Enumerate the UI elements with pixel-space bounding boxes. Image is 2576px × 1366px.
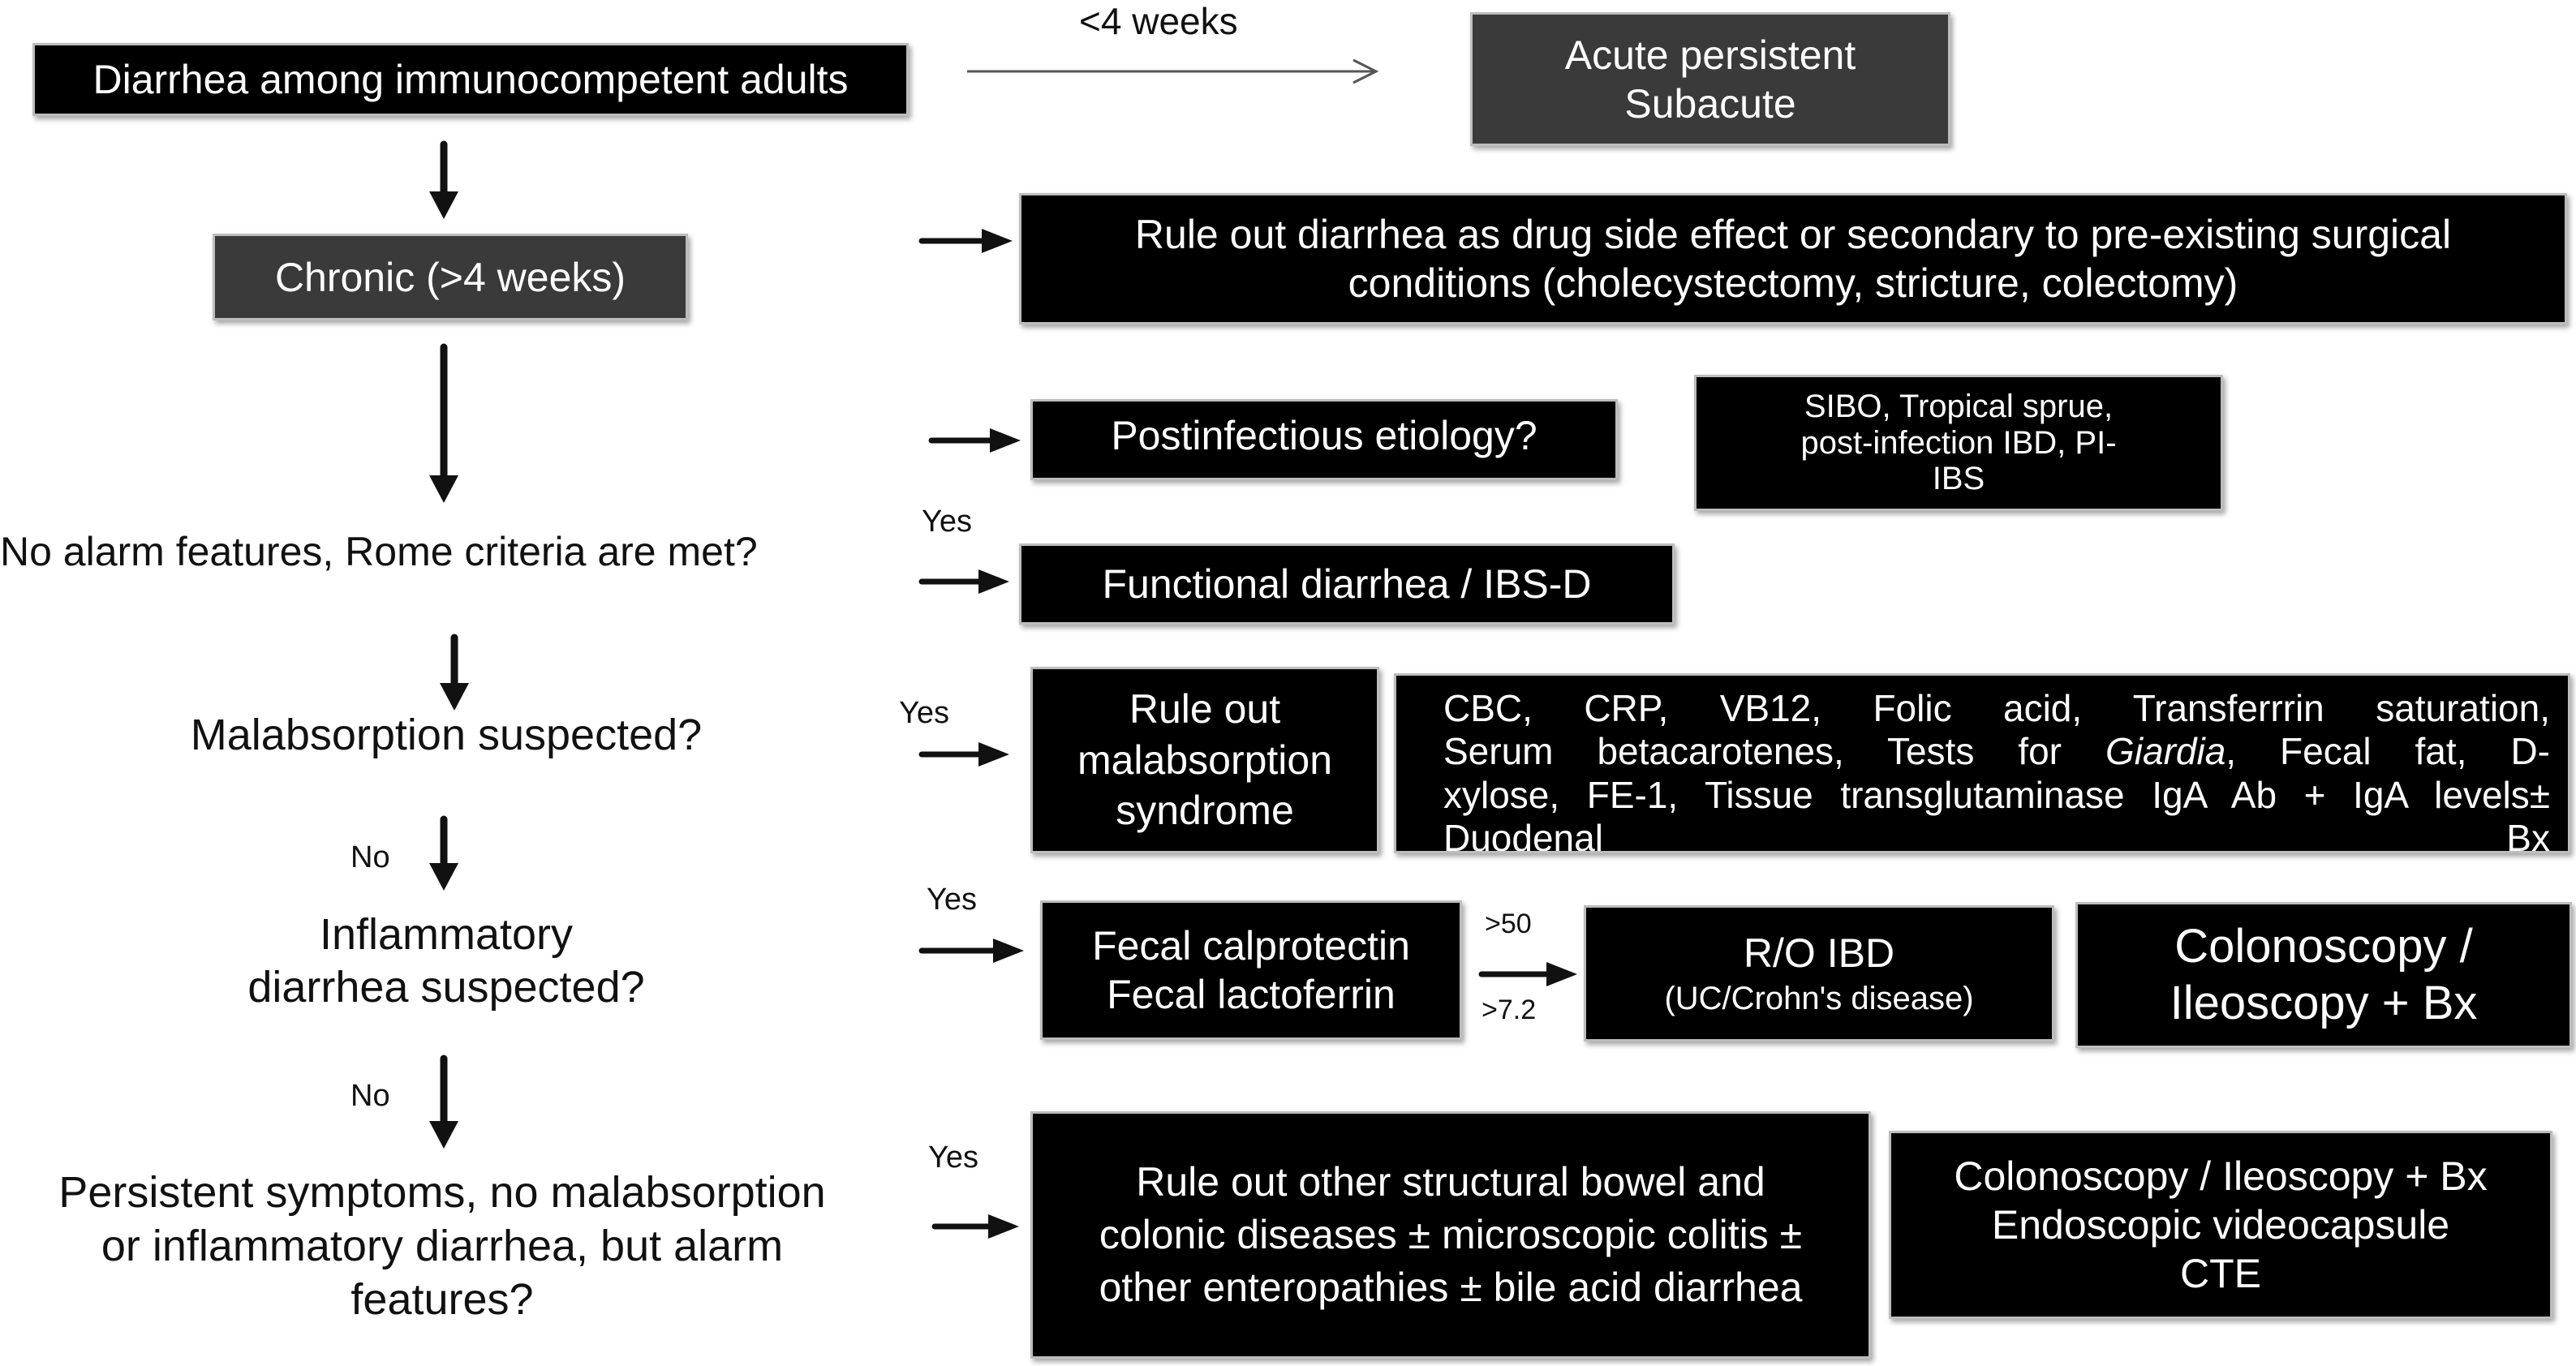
- arrow-chronic-to-alarm: [429, 343, 458, 503]
- ibd-box-line: R/O IBD: [1743, 930, 1895, 976]
- acute-box: Acute persistent Subacute: [1470, 12, 1950, 146]
- calprotectin-threshold-label: >50: [1485, 909, 1532, 939]
- arrow-alarm-to-malabsorption: [440, 634, 469, 711]
- functional-box: Functional diarrhea / IBS-D: [1019, 543, 1675, 625]
- no-label-inflammatory: No: [350, 1079, 390, 1113]
- arrow-to-malabsorption-box: [918, 742, 1009, 767]
- malabsorption-question: Malabsorption suspected?: [97, 709, 795, 762]
- start-box-line: Diarrhea among immunocompetent adults: [92, 57, 849, 102]
- giardia-term: Giardia: [2105, 730, 2226, 773]
- malabsorption-box-line: malabsorption: [1077, 737, 1333, 783]
- drug-side-effect-box-line: Rule out diarrhea as drug side effect or…: [1134, 212, 2452, 257]
- endoscopy-box: Colonoscopy / Ileoscopy + Bx Endoscopic …: [1889, 1131, 2552, 1319]
- structural-box: Rule out other structural bowel and colo…: [1030, 1111, 1871, 1359]
- structural-box-line: Rule out other structural bowel and: [1136, 1159, 1765, 1205]
- less-4-weeks-label: <4 weeks: [1079, 0, 1238, 42]
- inflammatory-question: Inflammatory diarrhea suspected?: [122, 909, 771, 1014]
- persistent-question-line: or inflammatory diarrhea, but alarm: [101, 1221, 784, 1270]
- yes-label-persistent: Yes: [928, 1140, 978, 1175]
- tests-box-line: Duodenal Bx: [1443, 817, 2550, 853]
- tests-box-line: CBC, CRP, VB12, Folic acid, Transferrrin…: [1443, 687, 2550, 729]
- arrow-inflammatory-to-persistent: [429, 1055, 458, 1149]
- sibo-box-line: SIBO, Tropical sprue,: [1804, 388, 2114, 424]
- persistent-question-line: features?: [350, 1274, 534, 1324]
- calprotectin-box-line: Fecal calprotectin: [1092, 923, 1410, 969]
- ibd-box: R/O IBD (UC/Crohn's disease): [1584, 905, 2054, 1042]
- tests-box-line: xylose, FE-1, Tissue transglutaminase Ig…: [1443, 773, 2550, 816]
- acute-box-line: Acute persistent: [1564, 32, 1856, 78]
- arrow-calprotectin-to-ibd: [1478, 962, 1577, 986]
- malabsorption-box-line: Rule out: [1129, 686, 1281, 732]
- postinfectious-box-line: Postinfectious etiology?: [1111, 413, 1537, 458]
- drug-side-effect-box-line: conditions (cholecystectomy, stricture, …: [1348, 260, 2238, 306]
- arrow-malabsorption-to-inflammatory: [429, 815, 458, 891]
- sibo-box: SIBO, Tropical sprue, post-infection IBD…: [1694, 375, 2223, 511]
- functional-box-line: Functional diarrhea / IBS-D: [1102, 561, 1592, 607]
- arrow-to-functional: [918, 569, 1009, 594]
- alarm-question: No alarm features, Rome criteria are met…: [0, 527, 844, 576]
- persistent-question: Persistent symptoms, no malabsorption or…: [0, 1166, 884, 1327]
- postinfectious-box: Postinfectious etiology?: [1030, 399, 1618, 480]
- tests-box: CBC, CRP, VB12, Folic acid, Transferrrin…: [1394, 673, 2570, 853]
- endoscopy-box-line: CTE: [2180, 1251, 2261, 1296]
- malabsorption-box: Rule out malabsorption syndrome: [1030, 667, 1379, 853]
- arrow-start-to-acute: [967, 58, 1379, 84]
- calprotectin-box-line: Fecal lactoferrin: [1107, 972, 1396, 1017]
- alarm-question-line: No alarm features, Rome criteria are met…: [0, 529, 758, 574]
- colonoscopy-box: Colonoscopy / Ileoscopy + Bx: [2075, 902, 2572, 1048]
- yes-label-malabsorption: Yes: [899, 696, 949, 730]
- inflammatory-question-line: Inflammatory: [319, 910, 574, 959]
- structural-box-line: other enteropathies ± bile acid diarrhea: [1099, 1265, 1803, 1310]
- lactoferrin-threshold-label: >7.2: [1482, 994, 1537, 1025]
- sibo-box-line: post-infection IBD, PI-: [1800, 424, 2117, 461]
- drug-side-effect-box: Rule out diarrhea as drug side effect or…: [1019, 193, 2567, 324]
- start-box: Diarrhea among immunocompetent adults: [32, 43, 909, 116]
- arrow-to-calprotectin: [918, 939, 1024, 963]
- yes-label-functional: Yes: [922, 505, 972, 539]
- calprotectin-box: Fecal calprotectin Fecal lactoferrin: [1040, 900, 1462, 1040]
- arrow-chronic-to-drug-box: [918, 229, 1013, 253]
- ibd-box-line: (UC/Crohn's disease): [1664, 981, 1974, 1017]
- persistent-question-line: Persistent symptoms, no malabsorption: [58, 1168, 826, 1217]
- chronic-box-line: Chronic (>4 weeks): [274, 254, 626, 300]
- malabsorption-box-line: syndrome: [1116, 788, 1294, 834]
- arrow-to-postinfectious: [928, 428, 1021, 453]
- acute-box-line: Subacute: [1624, 80, 1796, 127]
- structural-box-line: colonic diseases ± microscopic colitis ±: [1099, 1212, 1803, 1257]
- arrow-start-to-chronic: [429, 140, 458, 219]
- endoscopy-box-line: Endoscopic videocapsule: [1991, 1202, 2450, 1248]
- malabsorption-question-line: Malabsorption suspected?: [190, 711, 703, 759]
- yes-label-inflammatory: Yes: [927, 883, 977, 917]
- inflammatory-question-line: diarrhea suspected?: [247, 962, 645, 1012]
- arrow-to-structural: [931, 1214, 1019, 1239]
- sibo-box-line: IBS: [1932, 461, 1985, 497]
- colonoscopy-box-line: Colonoscopy /: [2174, 920, 2473, 973]
- tests-box-line: Serum betacarotenes, Tests for Giardia, …: [1443, 730, 2550, 773]
- chronic-box: Chronic (>4 weeks): [213, 234, 688, 320]
- colonoscopy-box-line: Ileoscopy + Bx: [2170, 977, 2478, 1029]
- no-label-malabsorption: No: [350, 840, 390, 874]
- endoscopy-box-line: Colonoscopy / Ileoscopy + Bx: [1954, 1153, 2488, 1199]
